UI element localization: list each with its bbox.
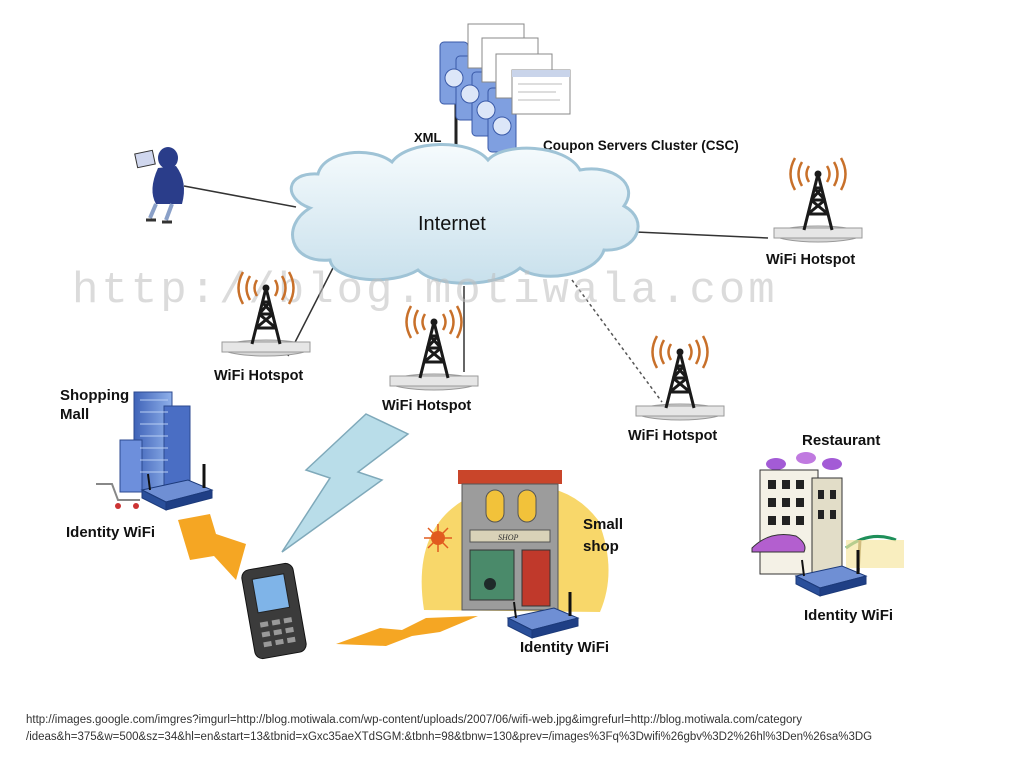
shop-sign-label: SHOP bbox=[498, 533, 519, 542]
shop-label-line1: Small bbox=[583, 516, 623, 533]
small-shop-icon bbox=[421, 470, 609, 612]
hotspot-lower-right-link-line bbox=[571, 279, 663, 403]
xml-label: XML bbox=[414, 130, 442, 145]
csc-label: Coupon Servers Cluster (CSC) bbox=[543, 138, 739, 153]
identity-wifi-shop-label: Identity WiFi bbox=[520, 639, 609, 656]
web-window-icon bbox=[467, 23, 571, 115]
tower-icon-center bbox=[388, 304, 480, 392]
internet-cloud bbox=[290, 143, 640, 285]
hotspot-lower-right-label: WiFi Hotspot bbox=[628, 428, 717, 444]
hotspot-left-label: WiFi Hotspot bbox=[214, 368, 303, 384]
watermark: http://blog.motiwala.com bbox=[72, 266, 778, 316]
shopping-mall-icon bbox=[96, 391, 191, 509]
hotspot-left-link-line bbox=[287, 261, 337, 357]
mall-label-line2: Mall bbox=[60, 406, 89, 423]
hotspot-center-label: WiFi Hotspot bbox=[382, 398, 471, 414]
identity-wifi-mall-label: Identity WiFi bbox=[66, 524, 155, 541]
laptop-user-icon bbox=[134, 147, 184, 224]
user-link-line bbox=[183, 185, 297, 208]
lightning-bolt-blue-icon bbox=[281, 413, 410, 553]
shop-label-line2: shop bbox=[583, 538, 619, 555]
hotspot-right-link-line bbox=[635, 231, 769, 239]
hotspot-right-label: WiFi Hotspot bbox=[766, 252, 855, 268]
internet-label: Internet bbox=[418, 213, 486, 235]
mobile-phone-icon bbox=[241, 562, 307, 660]
lightning-bolt-shop-icon bbox=[336, 616, 478, 646]
coupon-server-cluster bbox=[439, 23, 571, 153]
tower-icon-right bbox=[772, 156, 864, 244]
restaurant-label: Restaurant bbox=[802, 432, 880, 449]
identity-wifi-restaurant-label: Identity WiFi bbox=[804, 607, 893, 624]
source-url-caption: http://images.google.com/imgres?imgurl=h… bbox=[26, 712, 1001, 746]
source-url-line2: /ideas&h=375&w=500&sz=34&hl=en&start=13&… bbox=[26, 731, 873, 743]
source-url-line1: http://images.google.com/imgres?imgurl=h… bbox=[26, 714, 802, 726]
lightning-bolt-mall-icon bbox=[178, 514, 246, 580]
restaurant-icon bbox=[751, 452, 904, 575]
tower-icon-lower-right bbox=[634, 334, 726, 422]
mall-label-line1: Shopping bbox=[60, 387, 129, 404]
